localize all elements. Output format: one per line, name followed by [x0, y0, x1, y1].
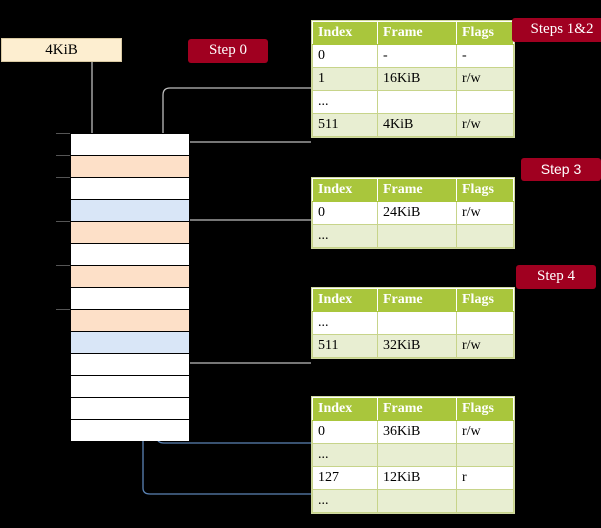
- memory-frame-row: [71, 156, 189, 178]
- cell-frame: 4KiB: [377, 113, 457, 137]
- wire-pd-32kib-to-frame: [168, 296, 311, 364]
- memory-frame-row: [71, 134, 189, 156]
- cell-flags: [456, 489, 514, 513]
- memory-tick-mark: [56, 133, 70, 134]
- cell-index: 0: [312, 201, 378, 225]
- memory-frame-row: [71, 420, 189, 441]
- memory-tick-mark: [56, 177, 70, 178]
- wire-pml4-4kib-to-frame: [174, 141, 311, 154]
- cell-frame: 24KiB: [377, 201, 457, 225]
- memory-frame-row: [71, 288, 189, 310]
- memory-tick-mark: [56, 309, 70, 310]
- column-header-frame: Frame: [377, 178, 457, 202]
- cell-frame: 36KiB: [377, 420, 457, 444]
- physical-memory-column: [70, 133, 190, 441]
- cell-flags: [456, 90, 514, 114]
- badge-steps-1-2: Steps 1&2: [512, 18, 601, 42]
- column-header-flags: Flags: [456, 288, 514, 312]
- cell-index: ...: [312, 90, 378, 114]
- memory-tick-mark: [56, 221, 70, 222]
- cell-flags: [456, 443, 514, 467]
- table-row[interactable]: ...: [312, 489, 514, 513]
- cell-frame: [377, 489, 457, 513]
- column-header-flags: Flags: [456, 178, 514, 202]
- cell-frame: [377, 311, 457, 335]
- cell-index: 511: [312, 334, 378, 358]
- wire-pdpt-24kib-to-frame: [174, 219, 311, 266]
- memory-frame-row: [71, 178, 189, 200]
- column-header-index: Index: [312, 397, 378, 421]
- memory-tick-mark: [56, 265, 70, 266]
- cell-flags: r/w: [456, 67, 514, 91]
- table-row[interactable]: 0--: [312, 44, 514, 68]
- source-frame-box: 4KiB: [1, 38, 122, 62]
- memory-frame-row: [71, 332, 189, 354]
- badge-step-3: Step 3: [521, 158, 601, 181]
- memory-frame-row: [71, 310, 189, 332]
- memory-frame-row: [71, 200, 189, 222]
- column-header-index: Index: [312, 178, 378, 202]
- cell-flags: [456, 224, 514, 248]
- cell-index: 0: [312, 44, 378, 68]
- cell-frame: 12KiB: [377, 466, 457, 490]
- cell-index: ...: [312, 443, 378, 467]
- memory-frame-row: [71, 376, 189, 398]
- column-header-flags: Flags: [456, 21, 514, 45]
- table-row[interactable]: ...: [312, 224, 514, 248]
- column-header-frame: Frame: [377, 397, 457, 421]
- cell-frame: 32KiB: [377, 334, 457, 358]
- cell-flags: -: [456, 44, 514, 68]
- cell-index: ...: [312, 311, 378, 335]
- memory-frame-row: [71, 398, 189, 420]
- cell-flags: [456, 311, 514, 335]
- memory-frame-row: [71, 354, 189, 376]
- cell-frame: [377, 90, 457, 114]
- cell-frame: [377, 224, 457, 248]
- memory-tick-mark: [56, 155, 70, 156]
- badge-step-0: Step 0: [188, 39, 268, 63]
- cell-frame: -: [377, 44, 457, 68]
- column-header-index: Index: [312, 288, 378, 312]
- memory-frame-row: [71, 266, 189, 288]
- badge-step-4: Step 4: [516, 265, 596, 289]
- cell-index: 1: [312, 67, 378, 91]
- memory-frame-row: [71, 244, 189, 266]
- cell-index: ...: [312, 489, 378, 513]
- source-frame-label: 4KiB: [45, 42, 78, 58]
- cell-flags: r/w: [456, 420, 514, 444]
- cell-index: 127: [312, 466, 378, 490]
- cell-frame: [377, 443, 457, 467]
- table-row[interactable]: ...: [312, 90, 514, 114]
- cell-flags: r/w: [456, 334, 514, 358]
- cell-index: ...: [312, 224, 378, 248]
- column-header-frame: Frame: [377, 21, 457, 45]
- cell-flags: r: [456, 466, 514, 490]
- cell-index: 0: [312, 420, 378, 444]
- column-header-frame: Frame: [377, 288, 457, 312]
- cell-flags: r/w: [456, 201, 514, 225]
- memory-frame-row: [71, 222, 189, 244]
- column-header-index: Index: [312, 21, 378, 45]
- cell-index: 511: [312, 113, 378, 137]
- cell-frame: 16KiB: [377, 67, 457, 91]
- column-header-flags: Flags: [456, 397, 514, 421]
- table-row[interactable]: ...: [312, 443, 514, 467]
- cell-flags: r/w: [456, 113, 514, 137]
- table-row[interactable]: ...: [312, 311, 514, 335]
